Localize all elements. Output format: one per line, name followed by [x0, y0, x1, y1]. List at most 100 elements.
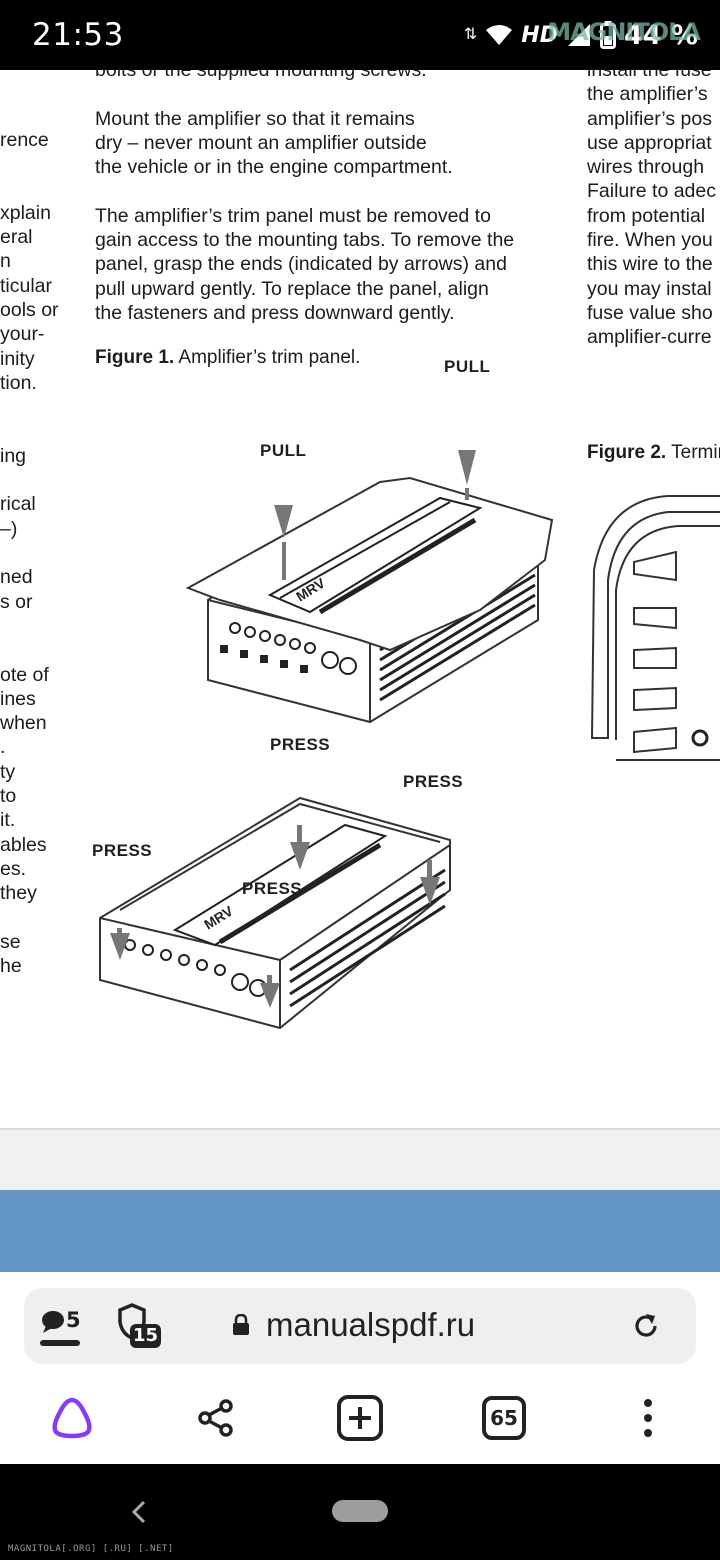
middle_column_lines-line: gain access to the mounting tabs. To rem… [95, 229, 515, 252]
left_column_fragments-line [0, 395, 59, 419]
terminal-panel-illustration [590, 495, 720, 761]
left_column_fragments-line: xplain [0, 201, 51, 224]
pull-left-label-holder: PULL [260, 441, 306, 460]
left_column_fragments-line: ines [0, 687, 36, 710]
middle_column_lines-line: dry – never mount an amplifier outside [95, 131, 427, 154]
back-icon[interactable] [128, 1498, 150, 1526]
left_column_fragments-line [0, 468, 59, 492]
amplifier-pull-illustration: MRV [185, 450, 554, 724]
left_column_fragments-line: he [0, 955, 22, 978]
press-top-label-holder: PRESS [270, 735, 330, 754]
blocked-count: 15 [130, 1324, 162, 1348]
left_column_fragments-line: ticular [0, 274, 53, 297]
left_column_fragments-line: tion. [0, 371, 37, 394]
press-right-label: PRESS [403, 772, 463, 791]
press-center-label-holder: PRESS [242, 879, 302, 898]
right_column_lines-line: you may instal [587, 277, 712, 300]
left_column_fragments-line [0, 906, 59, 930]
battery-icon [599, 21, 616, 49]
left_column_fragments-line [0, 152, 59, 176]
left_column_fragments-line: it. [0, 809, 16, 832]
right_column_lines-line: Failure to adec [587, 180, 716, 203]
pull-top-label: PULL [444, 357, 490, 376]
data-arrows-icon: ⇅ [463, 26, 478, 43]
left_column_fragments-line: s or [0, 590, 33, 613]
left_column_fragments-line: inity [0, 347, 35, 370]
figure1-caption: Figure 1. Amplifier’s trim panel. [95, 347, 360, 369]
right_column_lines-line: amplifier’s pos [587, 107, 712, 130]
pull-top-label-holder: PULL [444, 357, 490, 376]
left_column_fragments-line: your- [0, 323, 45, 346]
more-vertical-icon [644, 1399, 652, 1437]
press-left-label: PRESS [92, 841, 152, 860]
middle_column_lines-line: the vehicle or in the engine compartment… [95, 156, 453, 179]
browser-nav-row: 65 [0, 1380, 720, 1452]
left_column_fragments-line: es. [0, 857, 27, 880]
left_column_fragments-line [0, 614, 59, 638]
right_column_lines-line: amplifier-curre [587, 326, 712, 349]
middle_column_lines-line: Mount the amplifier so that it remains [95, 107, 415, 130]
comments-button[interactable]: 5 [40, 1302, 104, 1350]
status-time: 21:53 [32, 17, 124, 53]
left_column_fragments-line: –) [0, 517, 18, 540]
share-icon [198, 1399, 233, 1437]
left_column_fragments-line: . [0, 736, 6, 759]
left_column_fragments-line: ools or [0, 299, 59, 322]
left_column_fragments-line: they [0, 882, 37, 905]
comments-count: 5 [66, 1308, 81, 1332]
left_column_fragments-line: ty [0, 760, 16, 783]
middle_column_lines-line: The amplifier’s trim panel must be remov… [95, 204, 491, 227]
middle_column_lines-line [95, 179, 514, 203]
left_column_fragments-line: rence [0, 129, 49, 151]
page-gap [0, 1128, 720, 1190]
left_column_fragments-line: ables [0, 833, 47, 856]
status-bar: 21:53 ⇅ HD 44 % MAGNITOLA [0, 0, 720, 70]
press-left-label-holder: PRESS [92, 841, 152, 860]
left_column_fragments-line: ing [0, 444, 27, 467]
new-tab-button[interactable] [332, 1390, 388, 1446]
status-icons: ⇅ HD 44 % [464, 16, 698, 54]
middle-column-text: bolts or the supplied mounting screws. Mo… [95, 70, 514, 325]
middle_column_lines-line: panel, grasp the ends (indicated by arro… [95, 253, 507, 276]
address-bar[interactable]: 5 15 manualspdf.ru [24, 1288, 696, 1364]
plus-square-icon [337, 1395, 383, 1441]
right_column_lines-line: fuse value sho [587, 301, 713, 324]
middle_column_lines-line: pull upward gently. To replace the panel… [95, 277, 489, 300]
alice-button[interactable] [44, 1390, 100, 1446]
share-button[interactable] [188, 1390, 244, 1446]
browser-toolbar: 5 15 manualspdf.ru 65 [0, 1272, 720, 1464]
press-center-label: PRESS [242, 879, 302, 898]
bottom-watermark: MAGNITOLA[.ORG] [.RU] [.NET] [8, 1544, 174, 1554]
left_column_fragments-line: ote of [0, 663, 49, 686]
menu-button[interactable] [620, 1390, 676, 1446]
url-text[interactable]: manualspdf.ru [266, 1306, 476, 1343]
middle_column_lines-line: bolts or the supplied mounting screws. [95, 70, 427, 81]
left_column_fragments-line [0, 638, 59, 662]
wifi-icon [486, 25, 513, 45]
press-right-label-holder: PRESS [403, 772, 463, 791]
network-type-label: HD [521, 22, 558, 48]
comment-icon [42, 1311, 64, 1333]
figure2-text: Termin [671, 442, 720, 463]
middle_column_lines-line [95, 82, 514, 106]
left_column_fragments-line: when [0, 712, 47, 735]
right_column_lines-line: the amplifier’s [587, 83, 708, 106]
lock-icon [233, 1314, 249, 1335]
protect-button[interactable]: 15 [118, 1302, 166, 1350]
left_column_fragments-line [0, 420, 59, 444]
left_column_fragments-line: rical [0, 493, 36, 516]
middle_column_lines-line: the fasteners and press downward gently. [95, 301, 455, 324]
left_column_fragments-line [0, 177, 59, 201]
alice-assistant-icon [52, 1397, 92, 1439]
tabs-button[interactable]: 65 [476, 1390, 532, 1446]
reload-icon[interactable] [630, 1310, 662, 1342]
right_column_lines-line: install the fuse [587, 70, 712, 81]
left_column_fragments-line: ned [0, 566, 33, 589]
amplifier-press-illustration: MRV [99, 796, 451, 1030]
comments-underline [40, 1340, 80, 1346]
press-top-label: PRESS [270, 735, 330, 754]
home-pill[interactable] [332, 1500, 388, 1522]
